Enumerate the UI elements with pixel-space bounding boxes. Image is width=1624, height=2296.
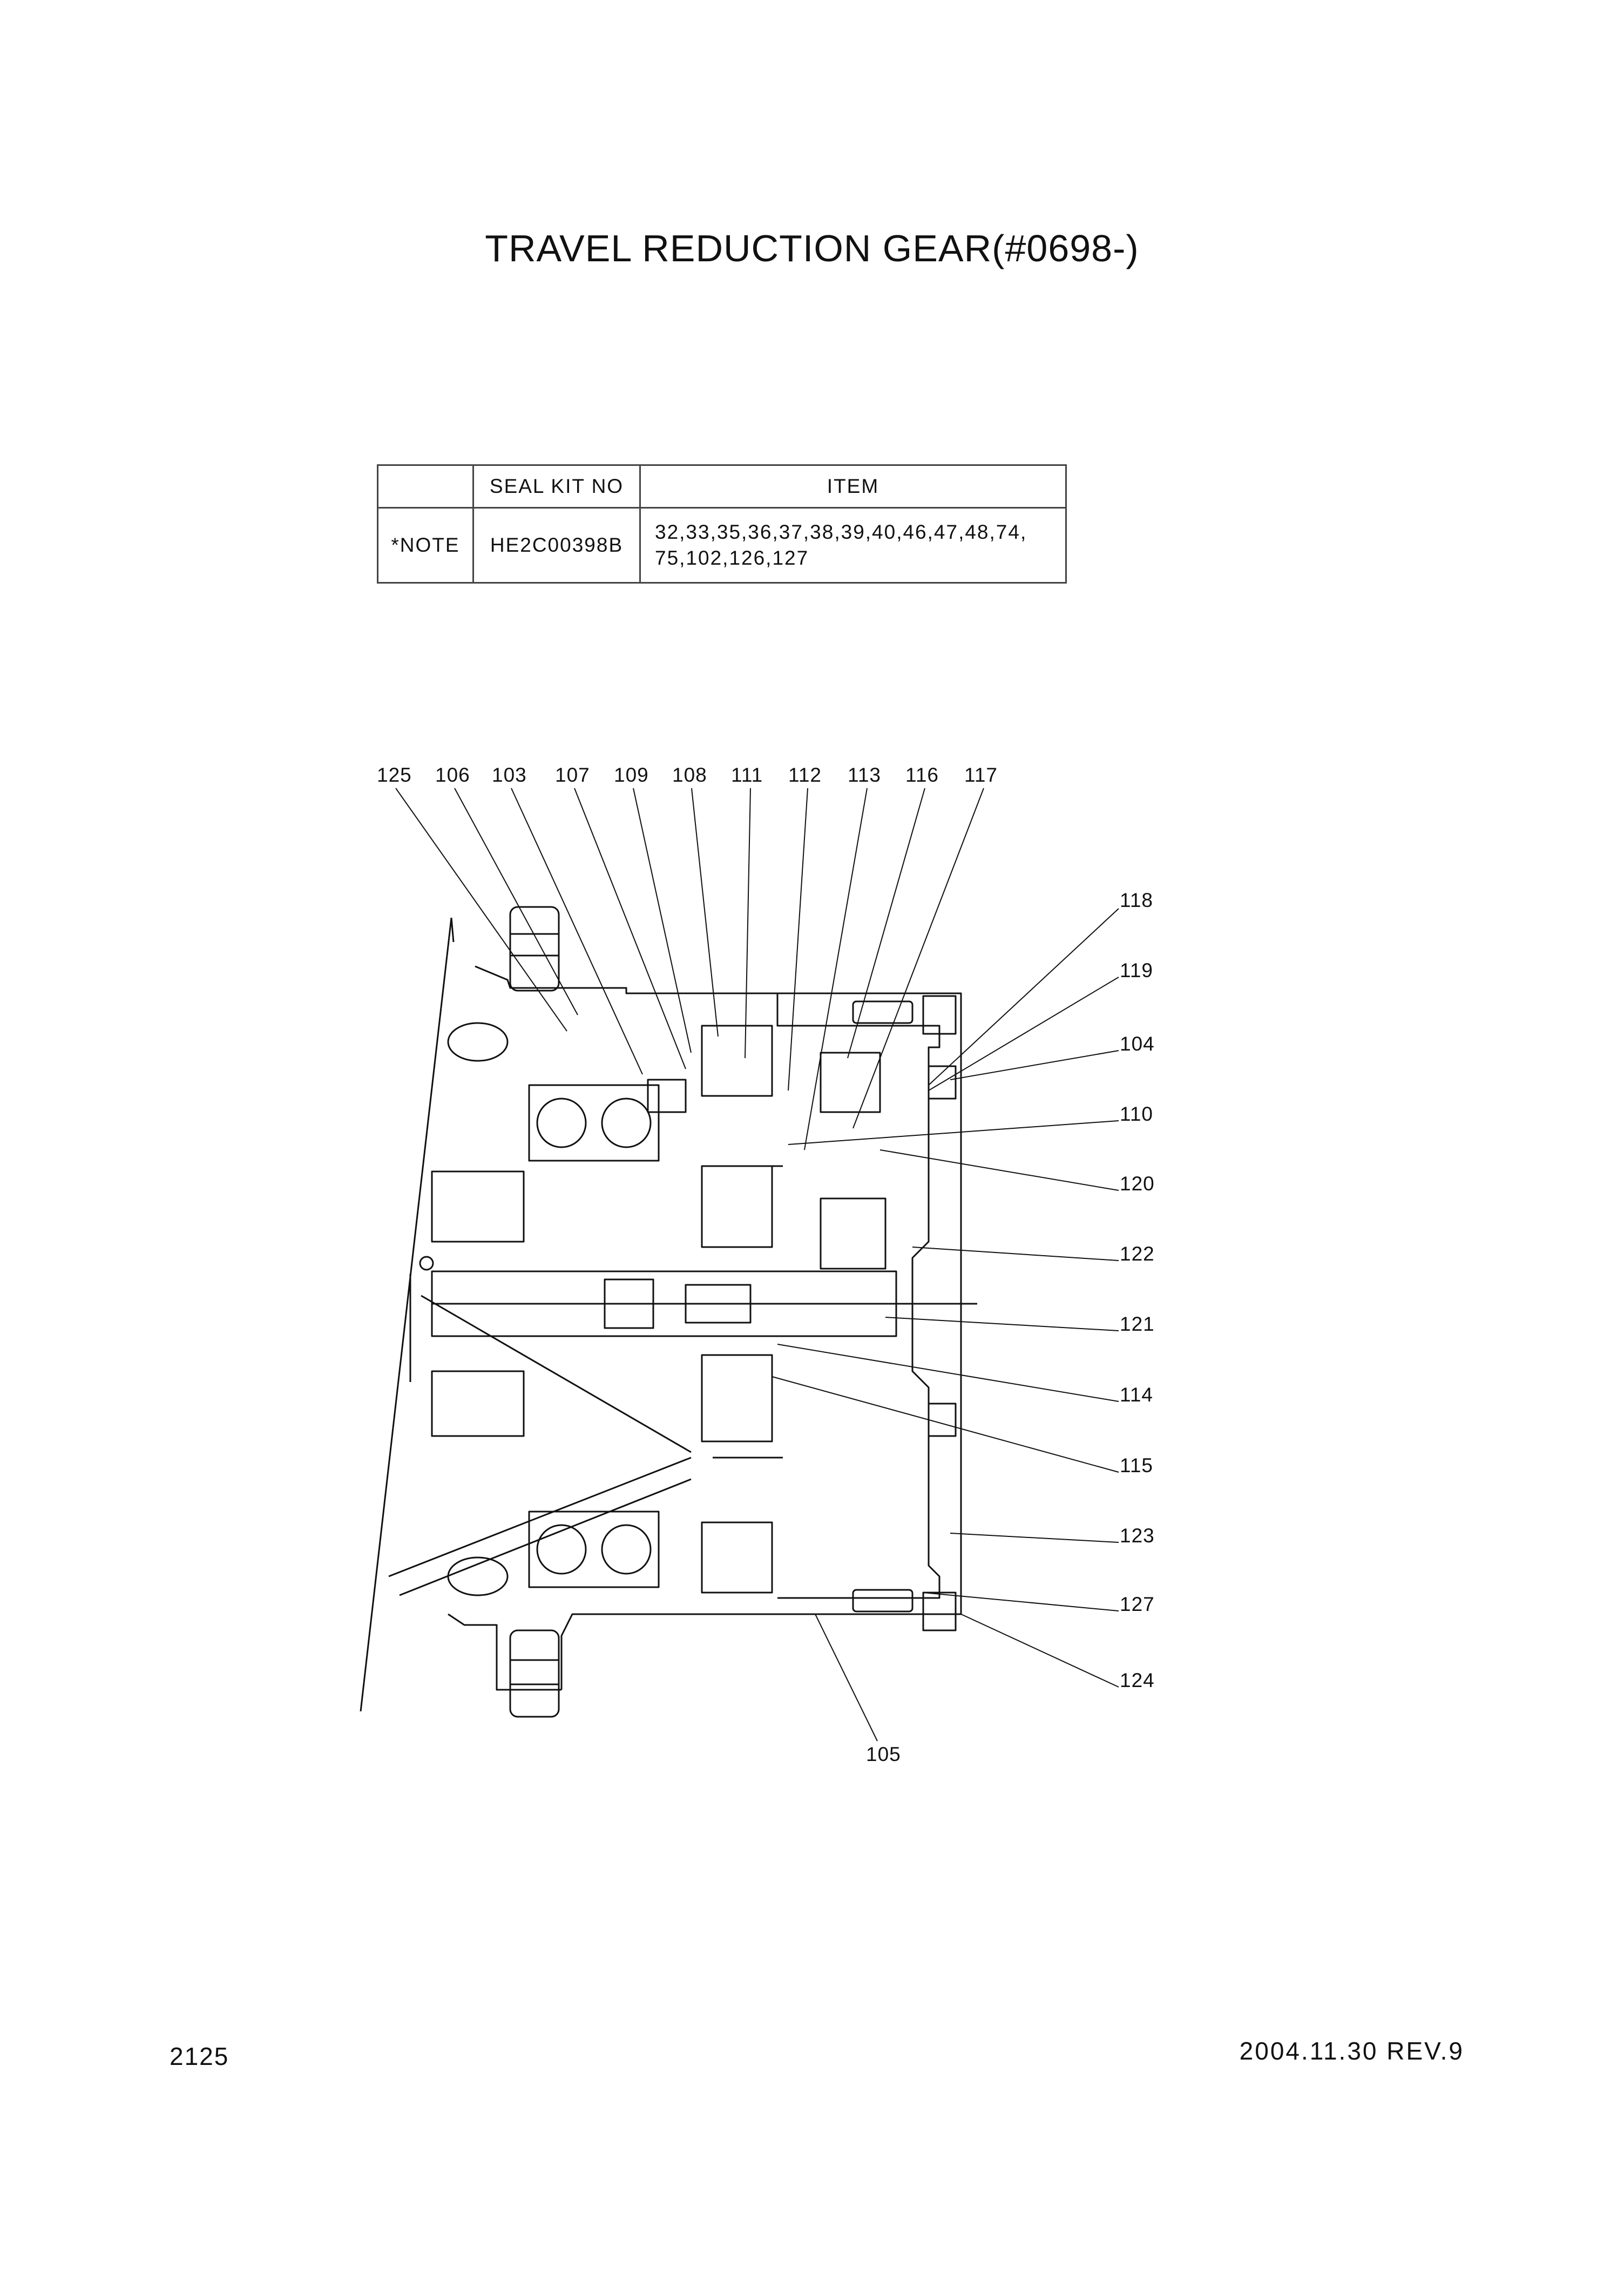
callout-122: 122 (1120, 1243, 1155, 1265)
callout-105: 105 (866, 1743, 901, 1765)
callout-115: 115 (1120, 1454, 1153, 1477)
callout-124: 124 (1120, 1669, 1155, 1691)
callout-107: 107 (555, 764, 590, 786)
table-row: *NOTE HE2C00398B 32,33,35,36,37,38,39,40… (377, 507, 1067, 584)
date-revision: 2004.11.30 REV.9 (1239, 2037, 1464, 2065)
header-item: ITEM (639, 464, 1067, 509)
kit-number-cell: HE2C00398B (472, 507, 641, 584)
page-number: 2125 (170, 2042, 229, 2070)
callout-108: 108 (672, 764, 707, 786)
callout-104: 104 (1120, 1033, 1155, 1055)
callout-118: 118 (1120, 889, 1153, 911)
header-seal-kit-no: SEAL KIT NO (472, 464, 641, 509)
callout-117: 117 (964, 764, 998, 786)
items-line-2: 75,102,126,127 (655, 547, 809, 569)
callout-113: 113 (848, 764, 881, 786)
callout-112: 112 (788, 764, 822, 786)
callout-110: 110 (1120, 1103, 1153, 1125)
callout-111: 111 (731, 764, 763, 786)
header-blank (377, 464, 474, 509)
items-cell: 32,33,35,36,37,38,39,40,46,47,48,74, 75,… (639, 507, 1067, 584)
items-line-1: 32,33,35,36,37,38,39,40,46,47,48,74, (655, 521, 1027, 543)
callout-121: 121 (1120, 1313, 1155, 1335)
callout-109: 109 (614, 764, 649, 786)
callout-125: 125 (377, 764, 412, 786)
page-title: TRAVEL REDUCTION GEAR(#0698-) (485, 227, 1139, 269)
note-cell: *NOTE (377, 507, 474, 584)
callout-116: 116 (905, 764, 939, 786)
callout-123: 123 (1120, 1525, 1155, 1547)
callout-119: 119 (1120, 959, 1153, 981)
callout-103: 103 (492, 764, 527, 786)
callout-120: 120 (1120, 1173, 1155, 1195)
table-header-row: SEAL KIT NO ITEM (377, 464, 1067, 509)
seal-kit-table: SEAL KIT NO ITEM *NOTE HE2C00398B 32,33,… (377, 464, 1067, 584)
callout-106: 106 (435, 764, 470, 786)
callout-114: 114 (1120, 1384, 1153, 1406)
callout-127: 127 (1120, 1593, 1155, 1615)
